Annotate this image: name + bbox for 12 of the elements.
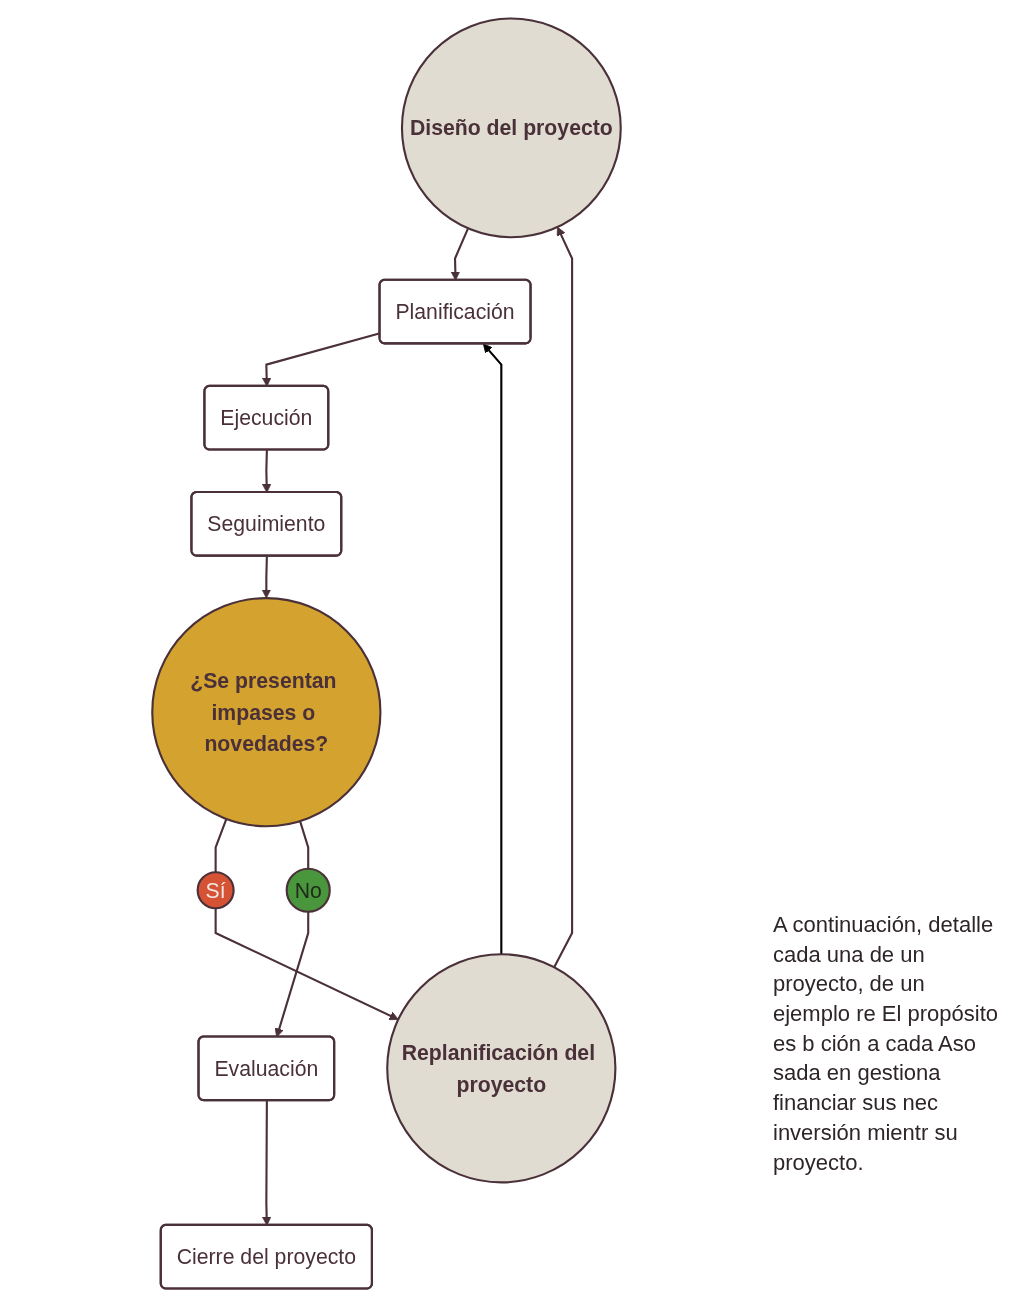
node-circle: Replanificación del proyecto [386, 953, 617, 1184]
node-circle: Diseño del proyecto [400, 17, 622, 239]
node-circle: No [285, 867, 331, 913]
arrow [482, 343, 503, 955]
arrow [553, 226, 574, 968]
connector [214, 818, 228, 873]
connector [299, 820, 310, 869]
arrow [261, 556, 271, 599]
node-circle: ¿Se presentan impases o novedades? [151, 597, 382, 828]
node-circle: Sí [196, 871, 235, 910]
arrow [214, 908, 399, 1021]
description-paragraph: A continuación, detalle cada una de un proyecto, de un ejemplo re El propósito es b ción a cada Aso sada en gestiona financiar sus nec inversión mientr su proyecto. [773, 911, 999, 1177]
